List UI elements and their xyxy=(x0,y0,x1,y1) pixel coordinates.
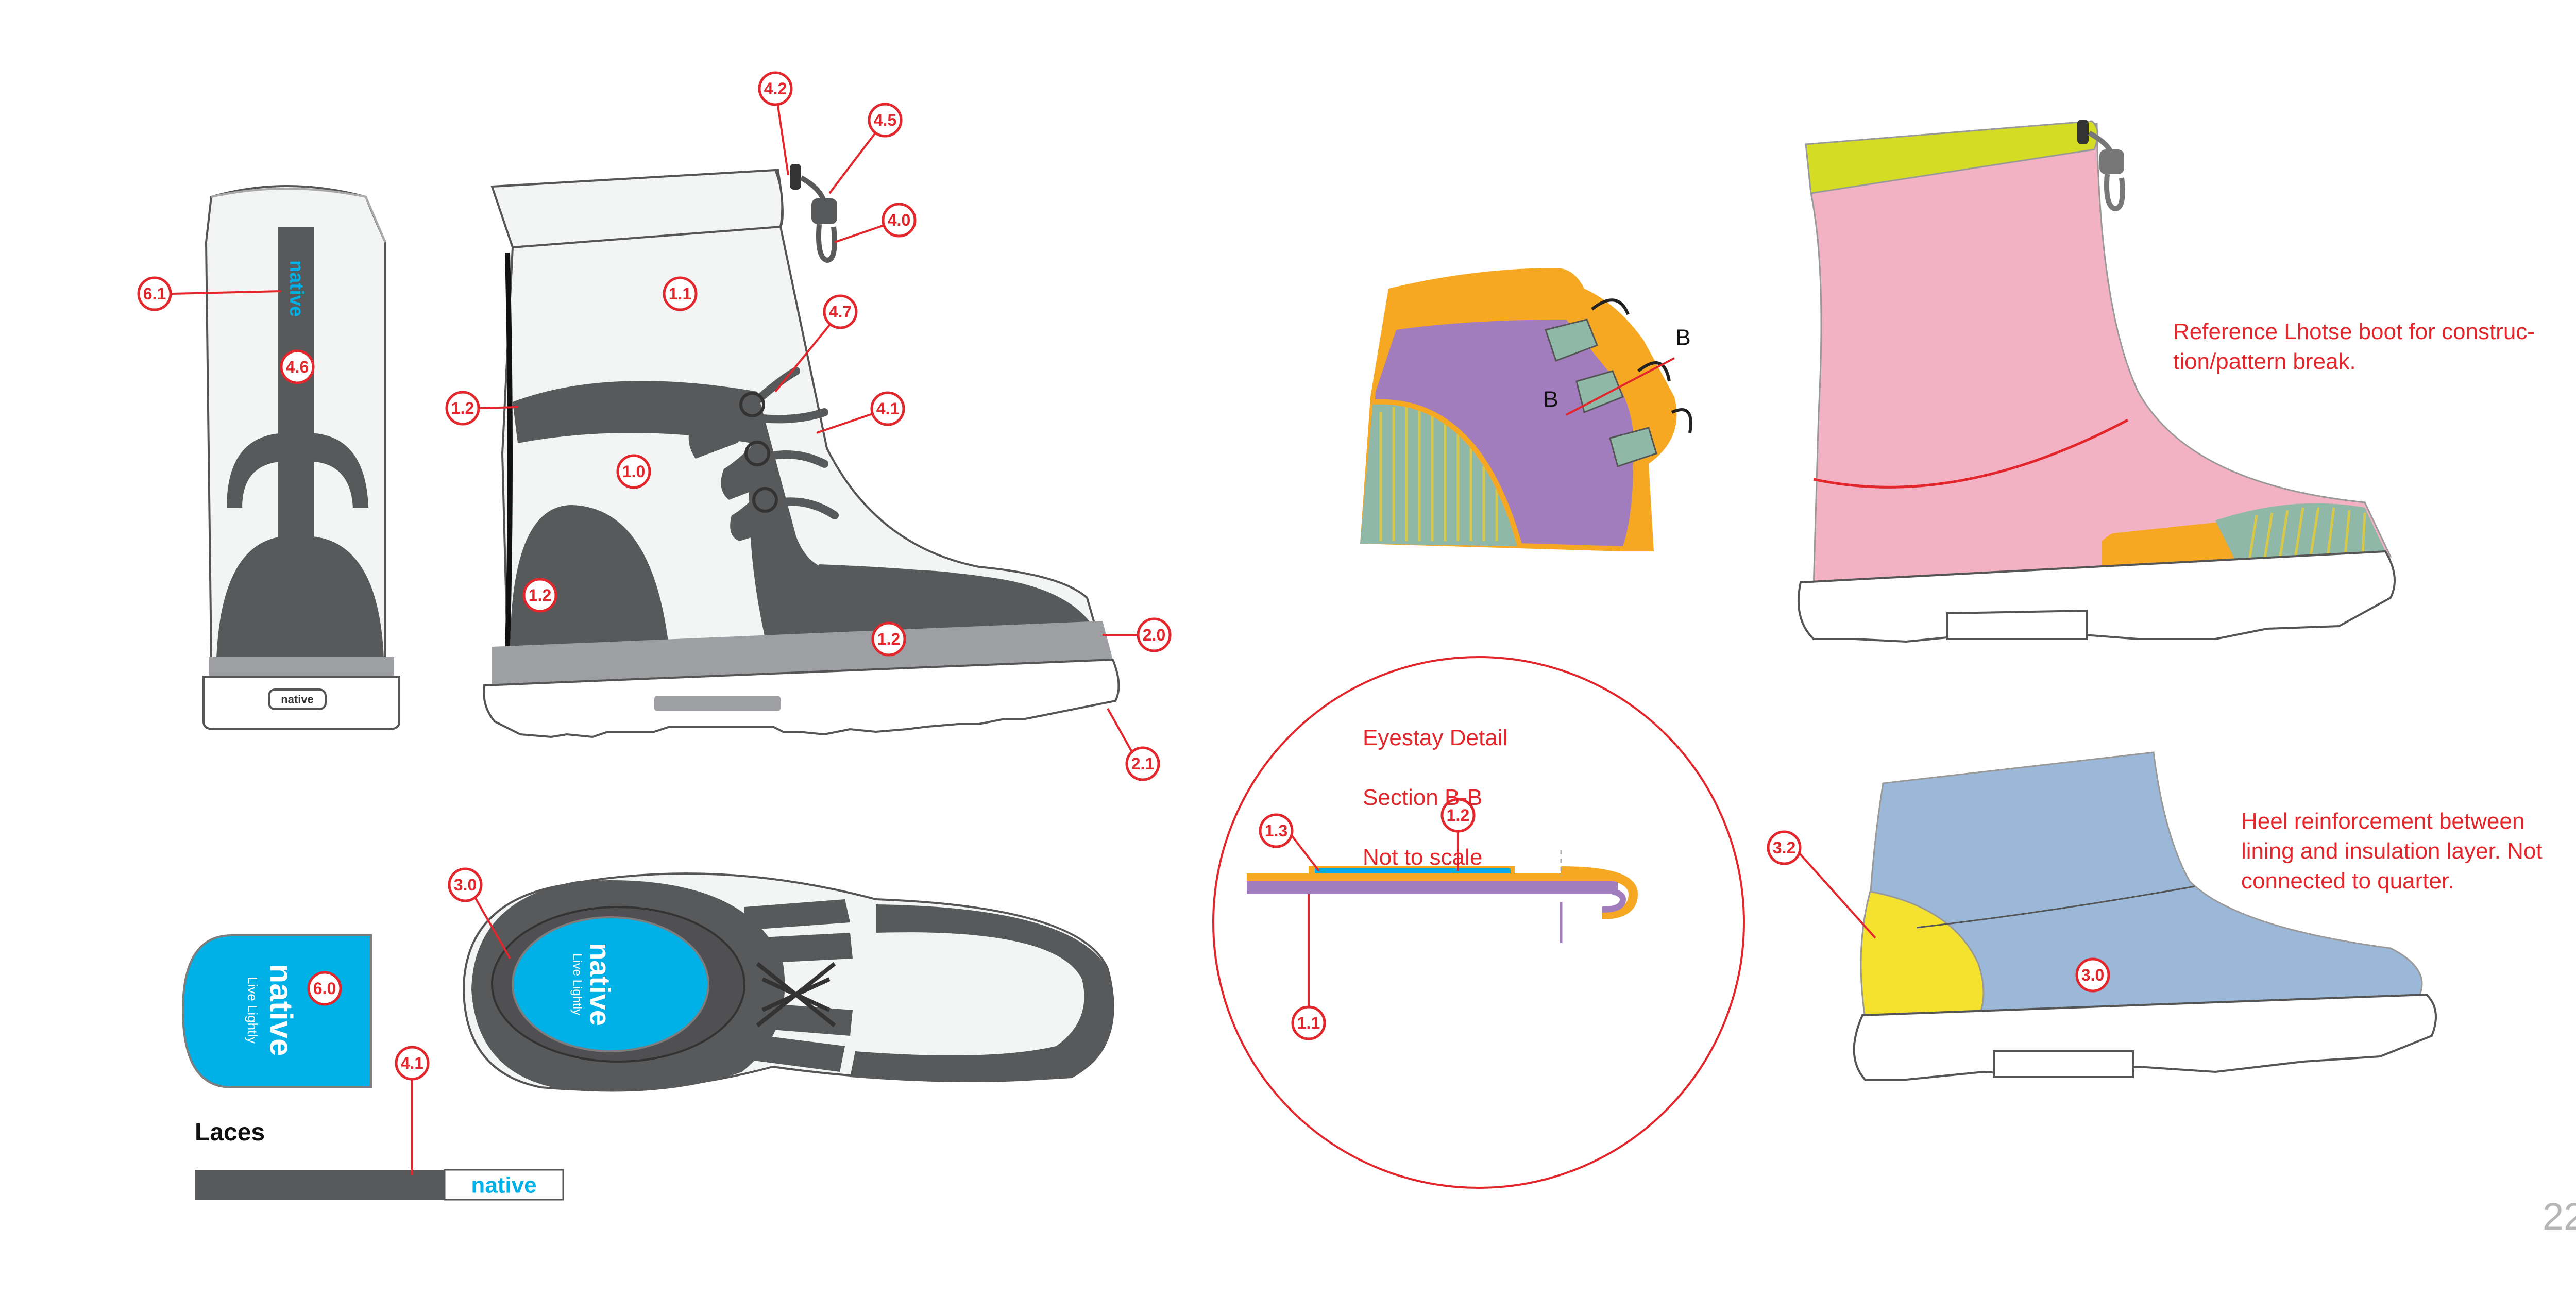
callout-marker: 1.0 xyxy=(616,454,651,489)
boot-back-view: native native xyxy=(202,185,400,730)
back-heel-logo: native xyxy=(281,693,314,706)
callout-marker: 1.1 xyxy=(1291,1005,1326,1040)
callout-label: 1.2 xyxy=(529,586,551,604)
callout-label: 2.0 xyxy=(1143,626,1165,644)
reference-note: Reference Lhotse boot for construc- tion… xyxy=(2173,319,2535,374)
callout-marker: 4.0 xyxy=(882,203,917,238)
boot-top-view: native Live Lightly xyxy=(462,872,1114,1092)
callout-marker: 3.0 xyxy=(448,867,483,902)
callout-label: 1.2 xyxy=(877,630,900,648)
callout-marker: 1.3 xyxy=(1259,813,1294,848)
callout-label: 1.1 xyxy=(1297,1014,1320,1032)
callout-label: 3.0 xyxy=(2081,966,2104,984)
heel-reinforcement-note: Heel reinforcement between lining and in… xyxy=(2241,809,2543,894)
eyestay-color-sketch: B B xyxy=(1360,268,1692,551)
laces-label: Laces xyxy=(195,1119,265,1146)
callout-label: 4.1 xyxy=(401,1054,423,1072)
back-pull-logo: native xyxy=(285,260,307,317)
section-mark-right: B xyxy=(1675,325,1690,350)
callout-label: 1.2 xyxy=(1447,806,1469,825)
callout-label: 1.0 xyxy=(622,462,645,481)
callout-label: 4.5 xyxy=(874,111,896,129)
callout-marker: 3.2 xyxy=(1767,830,1802,865)
lace-aglet-logo: native xyxy=(471,1173,536,1198)
section-mark-left: B xyxy=(1543,387,1558,412)
callout-label: 6.0 xyxy=(313,979,336,998)
callout-label: 1.3 xyxy=(1265,821,1287,840)
callout-marker: 1.2 xyxy=(871,621,906,657)
callout-label: 4.0 xyxy=(888,211,910,229)
callout-marker: 1.2 xyxy=(522,578,557,613)
callout-marker: 4.1 xyxy=(395,1046,430,1081)
eyestay-detail-title: Eyestay Detail Section B-B Not to scale xyxy=(1363,693,1507,902)
eyestay-detail-section-line: Section B-B xyxy=(1363,785,1483,810)
top-insole-tagline: Live Lightly xyxy=(570,953,584,1015)
callout-label: 3.2 xyxy=(1773,838,1795,857)
callout-label: 1.2 xyxy=(451,399,474,417)
boot-color-pink xyxy=(1797,120,2396,643)
callout-marker: 4.7 xyxy=(823,294,858,329)
callout-label: 1.1 xyxy=(669,284,691,303)
boot-color-blue xyxy=(1853,751,2437,1081)
callout-marker: 4.2 xyxy=(758,71,793,106)
callout-marker: 1.2 xyxy=(1440,798,1476,833)
callout-label: 4.2 xyxy=(764,79,787,98)
callout-label: 4.7 xyxy=(829,303,852,321)
insole-heel: native Live Lightly xyxy=(181,934,372,1088)
eyestay-detail-title-line: Eyestay Detail xyxy=(1363,725,1508,750)
eyestay-section-detail xyxy=(1212,656,1745,1189)
callout-marker: 2.1 xyxy=(1125,746,1160,781)
callout-marker: 2.0 xyxy=(1137,617,1172,652)
callout-marker: 6.0 xyxy=(307,971,342,1006)
top-insole-wordmark: native xyxy=(584,943,617,1026)
callout-marker: 1.1 xyxy=(663,276,698,311)
lace-drawing: native xyxy=(195,1169,564,1201)
callout-marker: 3.0 xyxy=(2075,957,2110,993)
callout-marker: 4.6 xyxy=(280,349,315,384)
callout-label: 3.0 xyxy=(454,876,477,894)
callout-marker: 4.5 xyxy=(868,103,903,138)
insole-tagline: Live Lightly xyxy=(245,977,260,1044)
callout-label: 6.1 xyxy=(143,284,166,303)
callout-label: 4.6 xyxy=(286,358,309,376)
eyestay-detail-scale-line: Not to scale xyxy=(1363,845,1483,870)
callout-marker: 1.2 xyxy=(445,391,480,426)
boot-side-view xyxy=(483,164,1120,738)
callout-label: 2.1 xyxy=(1131,754,1154,773)
callout-marker: 4.1 xyxy=(870,391,905,426)
callout-marker: 6.1 xyxy=(137,276,172,311)
page-number: 22 xyxy=(2543,1195,2576,1238)
insole-wordmark: native xyxy=(263,964,299,1056)
callout-label: 4.1 xyxy=(876,399,899,418)
